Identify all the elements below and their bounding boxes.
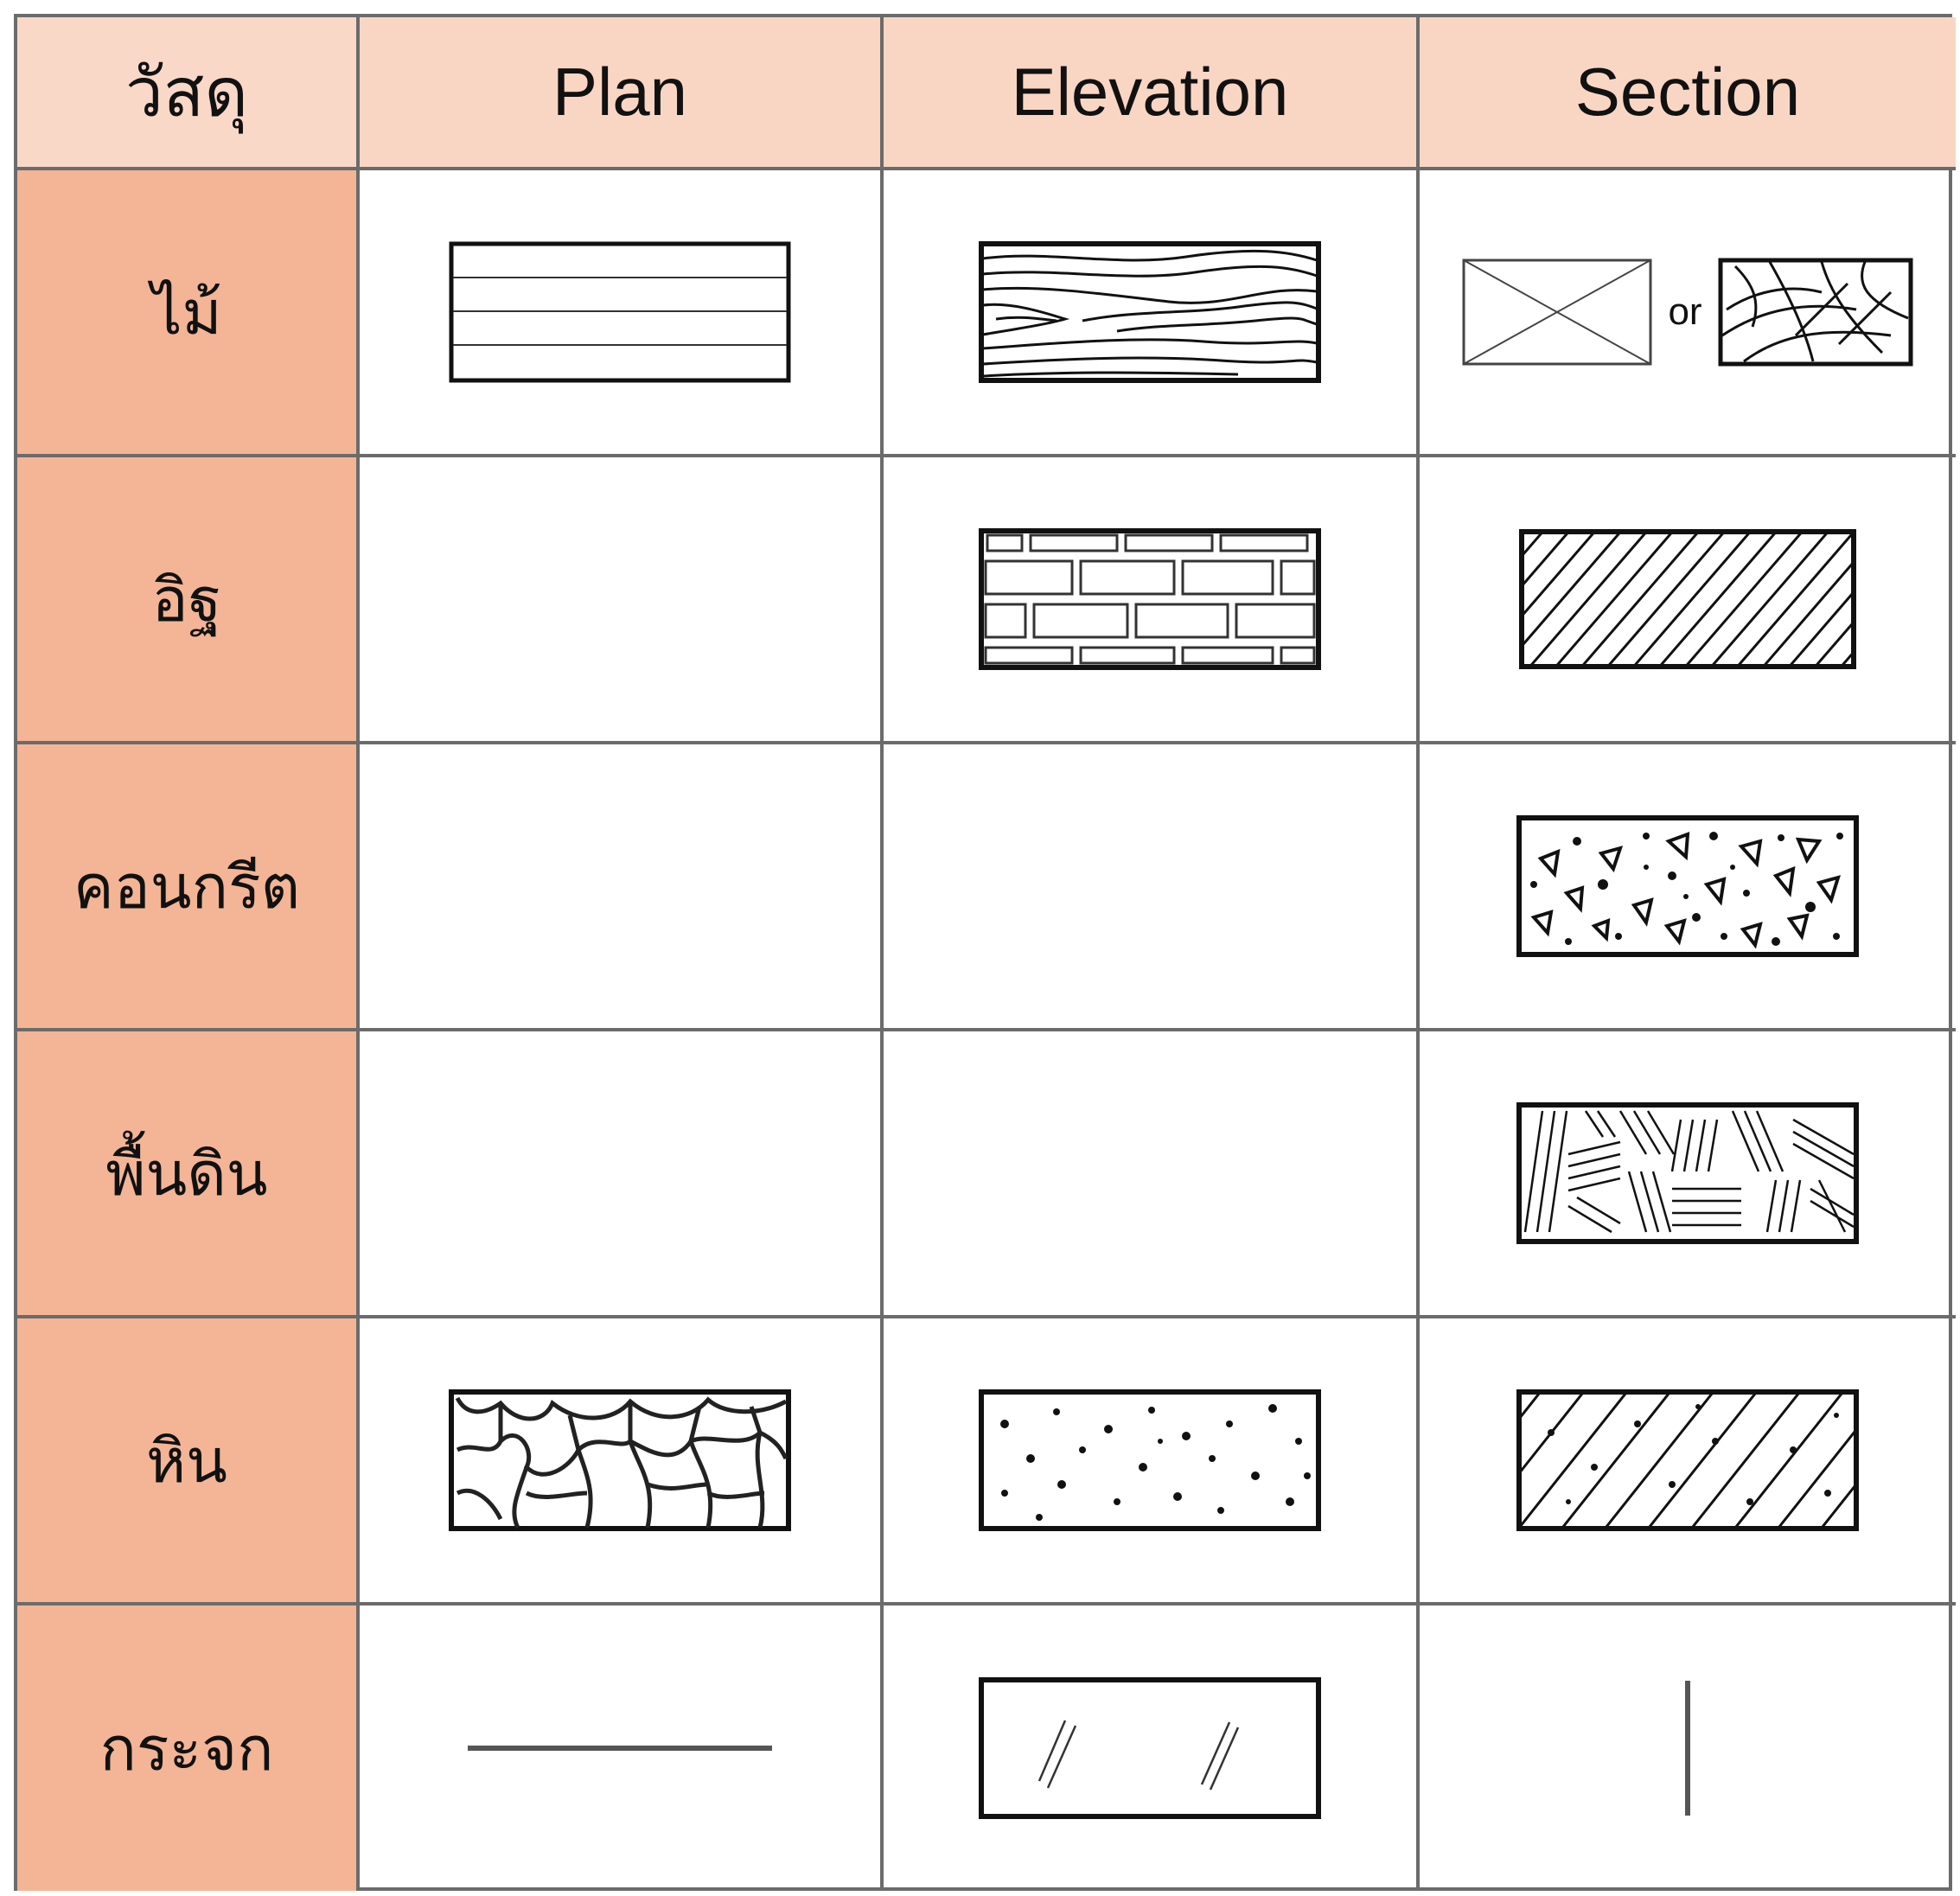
header-elevation: Elevation — [884, 17, 1420, 170]
material-cell-concrete: คอนกรีต — [17, 744, 360, 1031]
elevation-cell-brick — [884, 457, 1420, 744]
elevation-cell-earth — [884, 1031, 1420, 1318]
plan-cell-stone — [360, 1318, 884, 1606]
elevation-cell-concrete — [884, 744, 1420, 1031]
plan-cell-wood — [360, 170, 884, 457]
material-cell-earth: พื้นดิน — [17, 1031, 360, 1318]
material-cell-stone: หิน — [17, 1318, 360, 1606]
material-label-earth: พื้นดิน — [105, 1138, 268, 1210]
header-elevation-label: Elevation — [1011, 54, 1289, 130]
wood-grain-symbol — [979, 241, 1321, 383]
material-cell-glass: กระจก — [17, 1606, 360, 1891]
wood-cross-symbol — [1462, 259, 1652, 366]
elevation-cell-wood — [884, 170, 1420, 457]
header-plan-label: Plan — [552, 54, 688, 130]
plan-cell-concrete — [360, 744, 884, 1031]
brick-hatch-symbol — [1519, 529, 1856, 669]
section-cell-glass — [1420, 1606, 1956, 1891]
elevation-cell-glass — [884, 1606, 1420, 1891]
section-or-label: or — [1668, 290, 1702, 333]
section-cell-concrete — [1420, 744, 1956, 1031]
glass-vertical-line-symbol — [1685, 1681, 1690, 1816]
plan-cell-earth — [360, 1031, 884, 1318]
header-material: วัสดุ — [17, 17, 360, 170]
brick-courses-symbol — [979, 528, 1321, 670]
section-cell-earth — [1420, 1031, 1956, 1318]
section-cell-brick — [1420, 457, 1956, 744]
glass-line-symbol — [468, 1746, 772, 1751]
stone-hatch-symbol — [1516, 1389, 1859, 1531]
plan-cell-brick — [360, 457, 884, 744]
wood-plan-symbol — [449, 241, 791, 383]
material-label-concrete: คอนกรีต — [73, 851, 301, 922]
stone-cobble-symbol — [449, 1389, 791, 1531]
material-label-stone: หิน — [146, 1425, 227, 1497]
elevation-cell-stone — [884, 1318, 1420, 1606]
material-cell-brick: อิฐ — [17, 457, 360, 744]
material-label-glass: กระจก — [99, 1713, 274, 1784]
material-label-wood: ไม้ — [151, 277, 222, 348]
concrete-aggregate-symbol — [1516, 815, 1859, 957]
header-material-label: วัสดุ — [124, 54, 249, 131]
wood-end-grain-symbol — [1718, 258, 1913, 367]
earth-hatch-symbol — [1516, 1102, 1859, 1244]
plan-cell-glass — [360, 1606, 884, 1891]
stone-dots-symbol — [979, 1389, 1321, 1531]
material-label-brick: อิฐ — [151, 564, 222, 635]
material-cell-wood: ไม้ — [17, 170, 360, 457]
section-cell-stone — [1420, 1318, 1956, 1606]
section-cell-wood: or — [1420, 170, 1956, 457]
material-symbols-table: วัสดุ Plan Elevation Section ไม้ — [14, 14, 1956, 1891]
header-section: Section — [1420, 17, 1956, 170]
header-section-label: Section — [1574, 54, 1801, 130]
header-plan: Plan — [360, 17, 884, 170]
glass-pane-symbol — [979, 1677, 1321, 1819]
